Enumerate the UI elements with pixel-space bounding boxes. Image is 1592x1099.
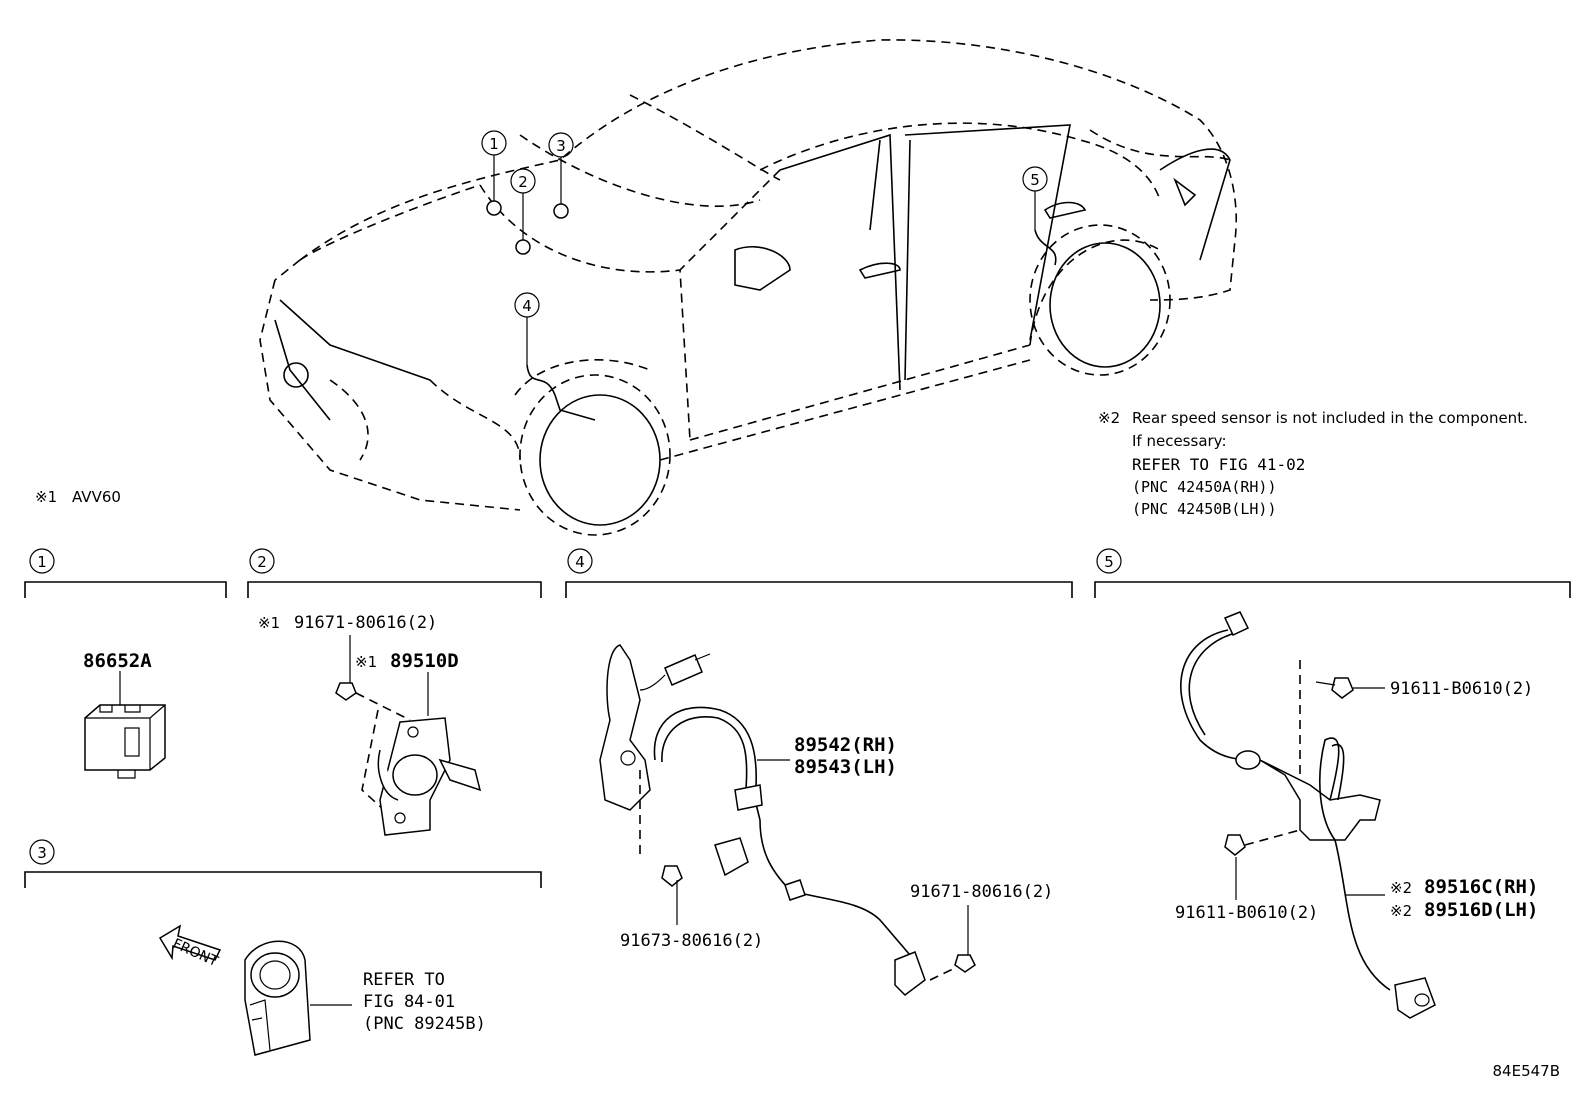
section2-part-number: 89510D bbox=[390, 650, 459, 672]
section4-number: 4 bbox=[575, 553, 585, 571]
section5-mark-rh: ※2 bbox=[1390, 879, 1412, 897]
callout-2: 2 bbox=[518, 173, 528, 191]
car-illustration bbox=[259, 39, 1238, 536]
section3-number: 3 bbox=[37, 844, 47, 862]
section2-number: 2 bbox=[257, 553, 267, 571]
section1-part-drawing bbox=[84, 671, 166, 779]
section3-part-drawing bbox=[158, 924, 352, 1056]
callout-1: 1 bbox=[489, 135, 499, 153]
section2-part-mark: ※1 bbox=[355, 653, 377, 671]
callout-3: 3 bbox=[556, 137, 566, 155]
section4-part-lh: 89543(LH) bbox=[794, 756, 897, 778]
note1-mark: ※1 bbox=[35, 488, 57, 506]
section4-bolt-b: 91671-80616(2) bbox=[910, 882, 1053, 902]
callout-4: 4 bbox=[522, 297, 532, 315]
section2-part-drawing bbox=[335, 635, 482, 836]
section3-ref-line2: FIG 84-01 bbox=[363, 992, 455, 1012]
section5-part-drawing bbox=[1180, 611, 1436, 1019]
note2-mark: ※2 bbox=[1098, 409, 1120, 427]
section-numbers: 1 2 3 4 5 bbox=[29, 548, 1122, 865]
section3-ref-line3: (PNC 89245B) bbox=[363, 1014, 486, 1034]
section1-number: 1 bbox=[37, 553, 47, 571]
section2-bolt-number: 91671-80616(2) bbox=[294, 613, 437, 633]
section1-part-number: 86652A bbox=[83, 650, 152, 672]
section4-part-rh: 89542(RH) bbox=[794, 734, 897, 756]
section3-ref-line1: REFER TO bbox=[363, 970, 445, 990]
section5-part-lh: 89516D(LH) bbox=[1424, 899, 1538, 921]
note2-line4: (PNC 42450A(RH)) bbox=[1132, 478, 1277, 496]
section4-part-drawing bbox=[599, 644, 976, 996]
section5-number: 5 bbox=[1104, 553, 1114, 571]
note1-text: AVV60 bbox=[72, 488, 121, 506]
section5-mark-lh: ※2 bbox=[1390, 902, 1412, 920]
note2-line2: If necessary: bbox=[1132, 432, 1227, 450]
note2-line1: Rear speed sensor is not included in the… bbox=[1132, 409, 1528, 427]
section-brackets bbox=[24, 581, 1571, 888]
callout-markers: 1 2 3 4 5 bbox=[481, 130, 1048, 318]
note2-line3: REFER TO FIG 41-02 bbox=[1132, 455, 1305, 474]
section5-bolt-bottom: 91611-B0610(2) bbox=[1175, 903, 1318, 923]
section4-bolt-a: 91673-80616(2) bbox=[620, 931, 763, 951]
note2-line5: (PNC 42450B(LH)) bbox=[1132, 500, 1277, 518]
diagram-code: 84E547B bbox=[1493, 1062, 1561, 1080]
section5-bolt-top: 91611-B0610(2) bbox=[1390, 679, 1533, 699]
section2-bolt-mark: ※1 bbox=[258, 614, 280, 632]
section5-part-rh: 89516C(RH) bbox=[1424, 876, 1538, 898]
callout-5: 5 bbox=[1030, 171, 1040, 189]
